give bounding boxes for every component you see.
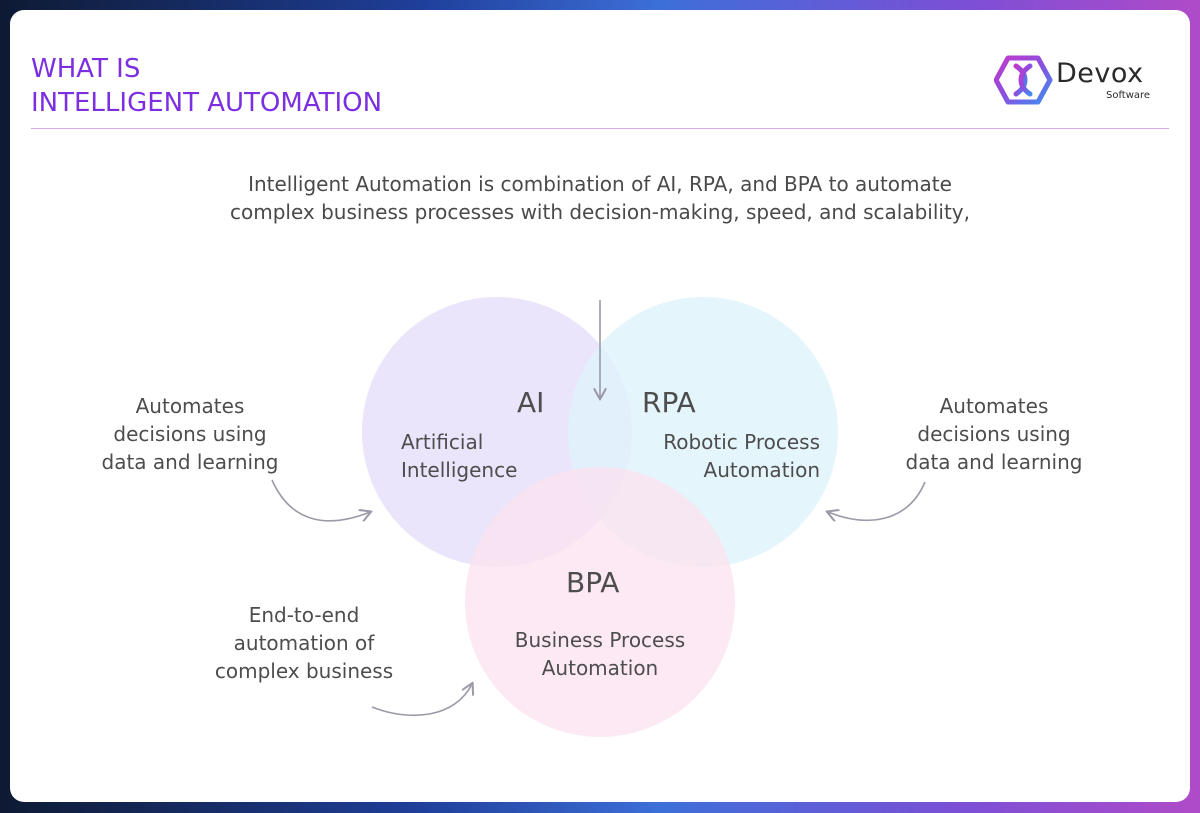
rpa-abbr: RPA <box>642 386 696 419</box>
title-line-2: INTELLIGENT AUTOMATION <box>31 88 383 118</box>
right-note-line-2: decisions using <box>917 422 1071 446</box>
bottom-curved-arrow-icon <box>371 684 472 717</box>
devox-logo-icon <box>994 55 1053 105</box>
left-note-line-1: Automates <box>135 394 245 418</box>
bottom-note-line-2: automation of <box>233 631 375 655</box>
bottom-note-line-1: End-to-end <box>248 603 360 627</box>
header-divider <box>31 128 1169 129</box>
bottom-note-line-3: complex business <box>214 659 394 683</box>
bottom-note: End-to-end automation of complex busines… <box>194 601 414 685</box>
right-note-line-3: data and learning <box>905 450 1083 474</box>
brand-sub: Software <box>1106 90 1151 101</box>
ai-abbr: AI <box>517 386 545 419</box>
left-note-line-2: decisions using <box>113 422 267 446</box>
right-note: Automates decisions using data and learn… <box>884 392 1104 476</box>
left-note-line-3: data and learning <box>101 450 279 474</box>
ai-label: Artificial Intelligence <box>401 428 517 484</box>
brand-name: Devox <box>1056 58 1144 89</box>
bpa-abbr: BPA <box>566 566 620 599</box>
rpa-label: Robotic Process Automation <box>630 428 820 484</box>
rpa-label-line-2: Automation <box>703 458 820 482</box>
left-curved-arrow-icon <box>271 479 370 521</box>
infographic-card: WHAT IS INTELLIGENT AUTOMATION Devox Sof… <box>10 10 1190 802</box>
bpa-circle <box>465 467 735 737</box>
rpa-label-line-1: Robotic Process <box>663 430 820 454</box>
left-note: Automates decisions using data and learn… <box>80 392 300 476</box>
ai-label-line-2: Intelligence <box>401 458 518 482</box>
bpa-label-line-2: Automation <box>541 656 659 680</box>
page-title: WHAT IS INTELLIGENT AUTOMATION <box>31 52 382 120</box>
right-note-line-1: Automates <box>939 394 1049 418</box>
venn-diagram <box>271 297 926 737</box>
title-line-1: WHAT IS <box>31 54 141 84</box>
right-curved-arrow-icon <box>828 481 926 520</box>
intro-text: Intelligent Automation is combination of… <box>230 172 970 224</box>
bpa-label-line-1: Business Process <box>514 628 686 652</box>
bpa-label: Business Process Automation <box>490 626 710 682</box>
ai-label-line-1: Artificial <box>401 430 484 454</box>
